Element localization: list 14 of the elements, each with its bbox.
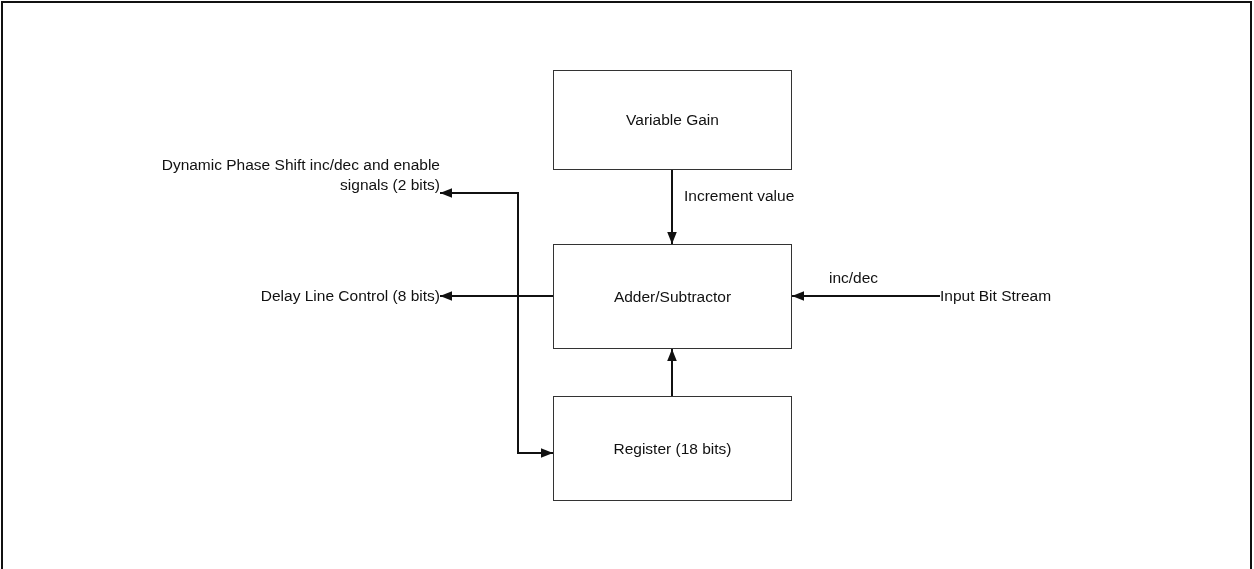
arrow xyxy=(439,188,554,458)
arrow xyxy=(791,291,941,301)
box-label: Adder/Subtractor xyxy=(613,287,732,306)
process-box xyxy=(553,70,792,170)
process-box xyxy=(553,244,792,349)
box-label: Register (18 bits) xyxy=(613,439,732,458)
signal-label: Delay Line Control (8 bits) xyxy=(140,286,440,306)
signal-label: Input Bit Stream xyxy=(940,286,1130,306)
arrow xyxy=(439,291,554,301)
process-box xyxy=(553,396,792,501)
box-label: Variable Gain xyxy=(626,111,719,129)
arrow xyxy=(667,169,677,245)
arrow xyxy=(667,348,677,397)
signal-label: Dynamic Phase Shift inc/dec and enable signals (2 bits) xyxy=(110,150,440,200)
